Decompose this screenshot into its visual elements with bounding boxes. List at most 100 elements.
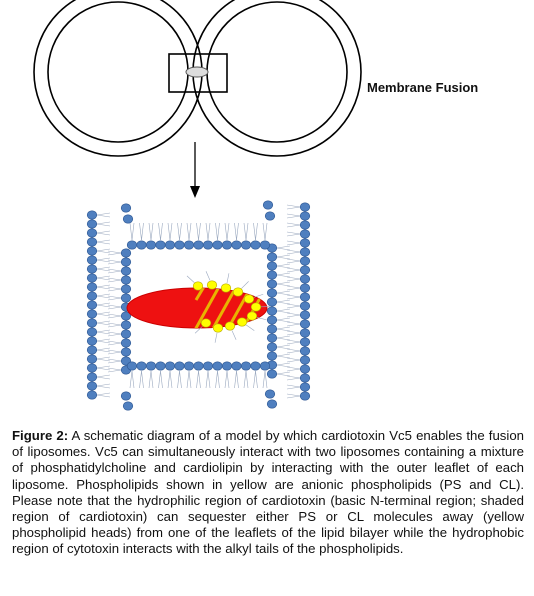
- lipid-tail: [148, 222, 152, 241]
- lipid-tail: [286, 276, 301, 280]
- lipid-tail: [286, 267, 301, 271]
- lipid-tail: [96, 358, 111, 362]
- lipid-tail: [158, 222, 161, 241]
- left-liposome-inner: [47, 1, 189, 143]
- lipid-tail: [276, 317, 291, 321]
- lipid-tail: [276, 299, 291, 303]
- lipid-tail: [107, 342, 122, 346]
- lipid-tail: [96, 376, 111, 380]
- lipid-tail: [169, 222, 173, 241]
- phospholipid-head-icon: [221, 361, 233, 371]
- lipid-tail: [286, 204, 301, 208]
- anionic-phospholipid-head-icon: [232, 287, 244, 297]
- phospholipid-head-icon: [266, 333, 278, 343]
- lipid-tail: [286, 377, 301, 381]
- phospholipid-head-icon: [240, 240, 252, 250]
- lipid-tail: [276, 247, 291, 251]
- lipid-tail: [286, 260, 301, 264]
- lipid-tail: [167, 370, 171, 389]
- phospholipid-head-icon: [299, 310, 311, 320]
- lipid-tail: [167, 222, 171, 241]
- phospholipid-head-icon: [86, 300, 98, 310]
- lipid-tail: [139, 222, 142, 241]
- lipid-tail: [286, 332, 301, 336]
- lipid-tail: [286, 215, 301, 219]
- lipid-tail: [253, 293, 264, 298]
- lipid-tail: [96, 275, 111, 279]
- lipid-tail: [96, 284, 111, 288]
- lipid-tail: [276, 335, 291, 339]
- lipid-tail: [286, 213, 301, 217]
- lipid-tail: [96, 239, 111, 243]
- lipid-tail: [188, 222, 192, 241]
- phospholipid-head-icon: [126, 361, 138, 371]
- phospholipid-head-icon: [86, 282, 98, 292]
- lipid-tail: [96, 295, 111, 299]
- lipid-tail: [286, 339, 301, 343]
- lipid-tail: [205, 222, 209, 241]
- phospholipid-head-icon: [299, 328, 311, 338]
- lipid-tail: [150, 370, 154, 389]
- anionic-phospholipid-head-icon: [212, 323, 224, 333]
- lipid-tail: [158, 370, 161, 389]
- lipid-tail: [96, 347, 111, 351]
- lipid-tail: [286, 296, 301, 300]
- lipid-tail: [286, 294, 301, 298]
- lipid-tail: [276, 265, 291, 269]
- lipid-tail: [96, 230, 111, 234]
- lipid-tail: [96, 367, 111, 371]
- lipid-tail: [264, 222, 268, 241]
- lipid-tail: [96, 277, 111, 281]
- lipid-tail: [245, 222, 249, 241]
- phospholipid-head-icon: [266, 288, 278, 298]
- lipid-tail: [286, 314, 301, 318]
- lipid-tail: [286, 240, 301, 244]
- lipid-tail: [253, 222, 256, 241]
- lipid-tail: [107, 333, 122, 337]
- lipid-tail: [96, 232, 111, 236]
- phospholipid-head-icon: [299, 391, 311, 401]
- phospholipid-head-icon: [86, 354, 98, 364]
- phospholipid-head-icon: [266, 279, 278, 289]
- lipid-tail: [276, 254, 291, 258]
- lipid-tail: [255, 222, 258, 241]
- anionic-phospholipid-head-icon: [224, 321, 236, 331]
- phospholipid-head-icon: [266, 306, 278, 316]
- anionic-phospholipids: [186, 271, 272, 343]
- cardiotoxin-ellipse: [126, 287, 268, 329]
- lipid-tail: [205, 370, 209, 389]
- phospholipid-head-icon: [120, 329, 132, 339]
- lipid-tail: [276, 355, 291, 359]
- lipid-tail: [276, 292, 291, 296]
- lipid-tail: [107, 331, 122, 335]
- phospholipid-head-icon: [120, 248, 132, 258]
- lipid-tail: [276, 290, 291, 294]
- fusing-liposomes: [33, 0, 362, 157]
- lipid-tail: [286, 368, 301, 372]
- phospholipid-head-icon: [86, 318, 98, 328]
- lipid-tail: [107, 268, 122, 272]
- lipid-tail: [214, 332, 218, 343]
- lipid-tail: [107, 270, 122, 274]
- lipid-tail: [198, 222, 201, 241]
- lipid-tail: [286, 359, 301, 363]
- phospholipid-head-icon: [86, 336, 98, 346]
- phospholipid-head-icon: [299, 274, 311, 284]
- lipid-tail: [186, 275, 195, 283]
- lipid-tail: [286, 366, 301, 370]
- lipid-tail: [276, 245, 291, 249]
- lipid-tail: [226, 370, 230, 389]
- phospholipid-head-icon: [299, 292, 311, 302]
- lipid-tail: [276, 256, 291, 260]
- lipid-tail: [286, 222, 301, 226]
- phospholipid-head-icon: [145, 240, 157, 250]
- lipid-tail: [245, 370, 249, 389]
- phospholipid-head-icon: [231, 240, 242, 250]
- anionic-phospholipid-head-icon: [243, 294, 255, 304]
- lipid-tail: [286, 323, 301, 327]
- phospholipid-head-icon: [122, 401, 134, 411]
- lipid-tail: [186, 222, 190, 241]
- phospholipid-head-icon: [266, 399, 278, 409]
- phospholipid-head-icon: [120, 284, 132, 294]
- phospholipid-head-icon: [86, 210, 98, 220]
